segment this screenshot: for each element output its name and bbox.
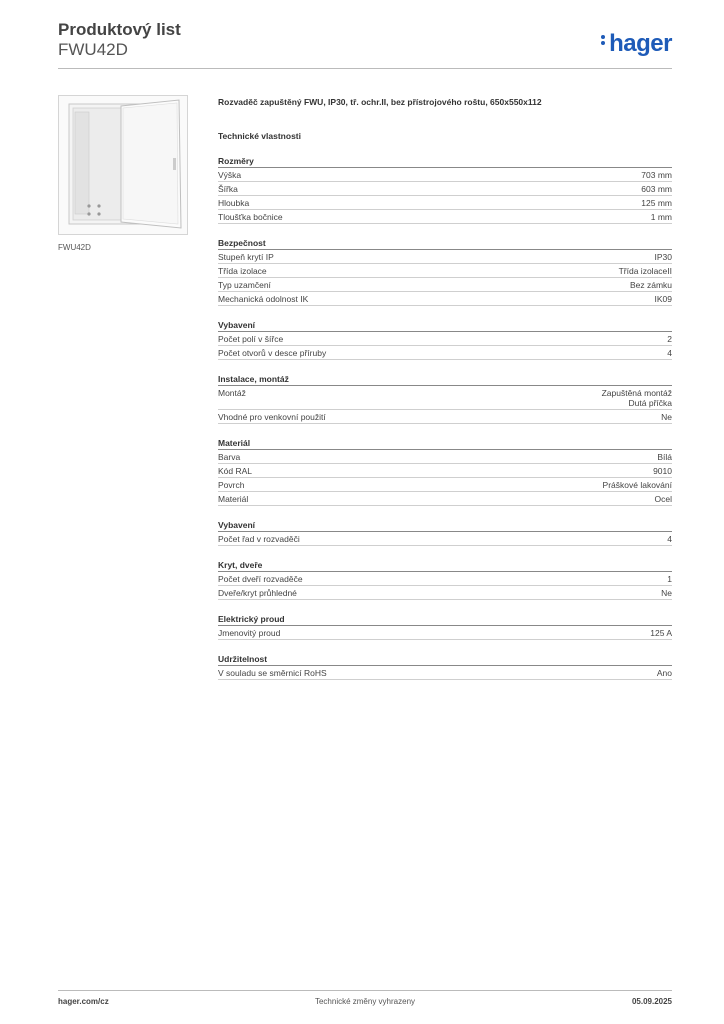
spec-label: Montáž bbox=[218, 388, 246, 398]
spec-label: Počet otvorů v desce příruby bbox=[218, 348, 327, 358]
spec-row: Barva Bílá bbox=[218, 450, 672, 464]
spec-row: V souladu se směrnicí RoHS Ano bbox=[218, 666, 672, 680]
section-title: Rozměry bbox=[218, 154, 672, 168]
technical-properties-heading: Technické vlastnosti bbox=[218, 131, 301, 141]
spec-value: Bílá bbox=[657, 452, 672, 462]
section-title: Vybavení bbox=[218, 318, 672, 332]
spec-row: Dveře/kryt průhledné Ne bbox=[218, 586, 672, 600]
spec-row: Výška 703 mm bbox=[218, 168, 672, 182]
spec-row: Stupeň krytí IP IP30 bbox=[218, 250, 672, 264]
header-divider bbox=[58, 68, 672, 69]
spec-row: Montáž Zapuštěná montáž Dutá příčka bbox=[218, 386, 672, 410]
spec-label: Dveře/kryt průhledné bbox=[218, 588, 297, 598]
document-title: Produktový list bbox=[58, 20, 181, 39]
spec-value: 703 mm bbox=[641, 170, 672, 180]
spec-value: Práškové lakování bbox=[602, 480, 672, 490]
product-description: Rozvaděč zapuštěný FWU, IP30, tř. ochr.I… bbox=[218, 97, 542, 107]
footer-notice: Technické změny vyhrazeny bbox=[314, 997, 416, 1006]
spec-label: Počet dveří rozvaděče bbox=[218, 574, 303, 584]
spec-label: Výška bbox=[218, 170, 242, 180]
spec-row: Tloušťka bočnice 1 mm bbox=[218, 210, 672, 224]
logo-dots-icon bbox=[601, 33, 607, 47]
spec-row: Kód RAL 9010 bbox=[218, 464, 672, 478]
spec-label: Hloubka bbox=[218, 198, 250, 208]
spec-row: Počet dveří rozvaděče 1 bbox=[218, 572, 672, 586]
hager-logo: hager bbox=[601, 30, 672, 58]
section-title: Instalace, montáž bbox=[218, 372, 672, 386]
spec-label: Typ uzamčení bbox=[218, 280, 271, 290]
spec-label: Jmenovitý proud bbox=[218, 628, 281, 638]
spec-row: Počet otvorů v desce příruby 4 bbox=[218, 346, 672, 360]
spec-label: Šířka bbox=[218, 184, 238, 194]
spec-label: Materiál bbox=[218, 494, 249, 504]
spec-value: 125 mm bbox=[641, 198, 672, 208]
spec-value: 2 bbox=[667, 334, 672, 344]
spec-label: Počet polí v šířce bbox=[218, 334, 284, 344]
spec-label: V souladu se směrnicí RoHS bbox=[218, 668, 327, 678]
spec-value: 1 bbox=[667, 574, 672, 584]
spec-value: 603 mm bbox=[641, 184, 672, 194]
spec-row: Jmenovitý proud 125 A bbox=[218, 626, 672, 640]
spec-row: Typ uzamčení Bez zámku bbox=[218, 278, 672, 292]
spec-value: Bez zámku bbox=[629, 280, 672, 290]
spec-row: Šířka 603 mm bbox=[218, 182, 672, 196]
spec-row: Materiál Ocel bbox=[218, 492, 672, 506]
spec-row: Mechanická odolnost IK IK09 bbox=[218, 292, 672, 306]
spec-value: Třída izolaceII bbox=[618, 266, 672, 276]
section-title: Elektrický proud bbox=[218, 612, 672, 626]
spec-value: 4 bbox=[667, 534, 672, 544]
spec-label: Počet řad v rozvaděči bbox=[218, 534, 300, 544]
spec-value: 1 mm bbox=[650, 212, 672, 222]
spec-label: Mechanická odolnost IK bbox=[218, 294, 309, 304]
footer-website[interactable]: hager.com/cz bbox=[58, 997, 109, 1006]
spec-value: IP30 bbox=[654, 252, 673, 262]
spec-label: Barva bbox=[218, 452, 241, 462]
product-details: Rozvaděč zapuštěný FWU, IP30, tř. ochr.I… bbox=[218, 96, 672, 680]
product-code: FWU42D bbox=[58, 40, 128, 59]
section-title: Kryt, dveře bbox=[218, 558, 672, 572]
section-title: Udržitelnost bbox=[218, 652, 672, 666]
footer-date: 05.09.2025 bbox=[631, 997, 672, 1006]
distribution-board-image bbox=[58, 95, 188, 235]
spec-label: Tloušťka bočnice bbox=[218, 212, 283, 222]
spec-row: Třída izolace Třída izolaceII bbox=[218, 264, 672, 278]
spec-value: 125 A bbox=[650, 628, 672, 638]
spec-row: Vhodné pro venkovní použití Ne bbox=[218, 410, 672, 424]
spec-label: Kód RAL bbox=[218, 466, 253, 476]
spec-value: Ano bbox=[656, 668, 672, 678]
spec-value: Ne bbox=[661, 412, 672, 422]
section-title: Materiál bbox=[218, 436, 672, 450]
logo-text: hager bbox=[609, 30, 672, 57]
spec-row: Povrch Práškové lakování bbox=[218, 478, 672, 492]
spec-row: Počet polí v šířce 2 bbox=[218, 332, 672, 346]
spec-value: 4 bbox=[667, 348, 672, 358]
spec-value: Zapuštěná montáž Dutá příčka bbox=[601, 388, 672, 408]
spec-label: Třída izolace bbox=[218, 266, 267, 276]
spec-value: Ocel bbox=[654, 494, 672, 504]
footer-divider bbox=[58, 990, 672, 991]
spec-row: Počet řad v rozvaděči 4 bbox=[218, 532, 672, 546]
spec-label: Povrch bbox=[218, 480, 245, 490]
section-title: Bezpečnost bbox=[218, 236, 672, 250]
page-header: Produktový list FWU42D hager bbox=[58, 20, 672, 70]
spec-row: Hloubka 125 mm bbox=[218, 196, 672, 210]
spec-label: Stupeň krytí IP bbox=[218, 252, 274, 262]
image-caption: FWU42D bbox=[58, 243, 91, 252]
spec-value: 9010 bbox=[653, 466, 672, 476]
spec-label: Vhodné pro venkovní použití bbox=[218, 412, 326, 422]
section-title: Vybavení bbox=[218, 518, 672, 532]
distribution-board-icon bbox=[68, 99, 182, 229]
spec-value: Ne bbox=[661, 588, 672, 598]
spec-section: Udržitelnost V souladu se směrnicí RoHS An… bbox=[218, 652, 672, 680]
spec-value: IK09 bbox=[654, 294, 673, 304]
